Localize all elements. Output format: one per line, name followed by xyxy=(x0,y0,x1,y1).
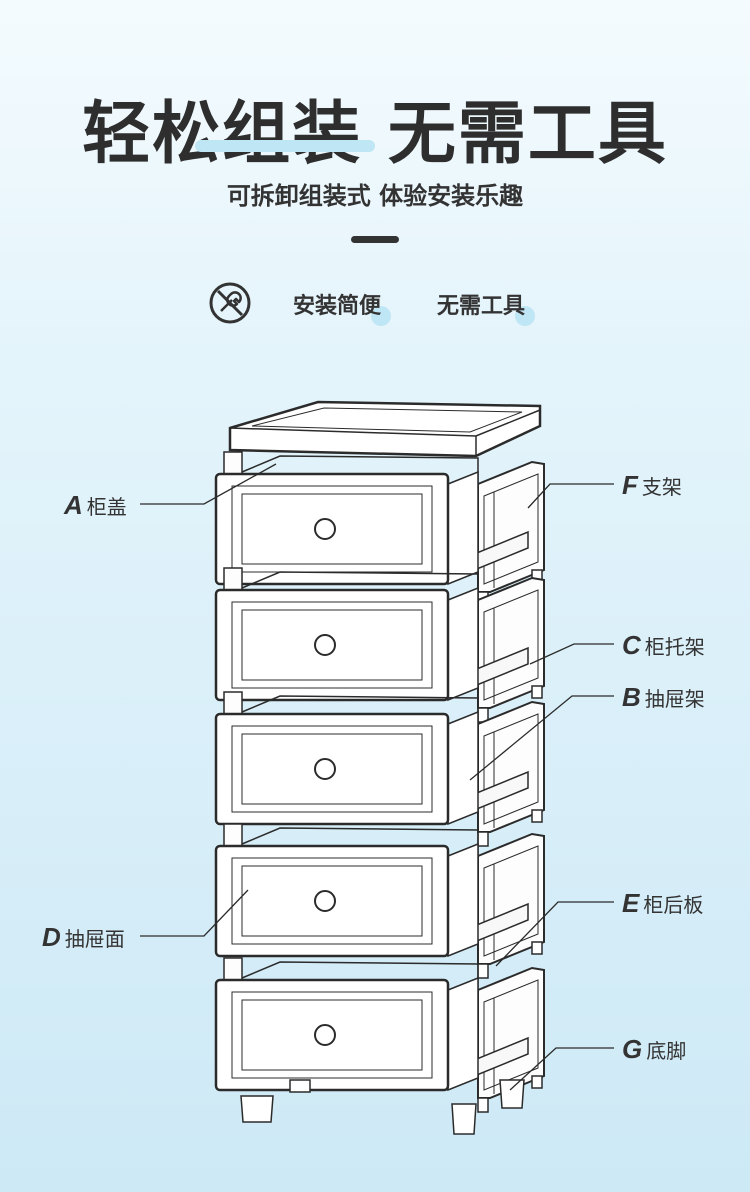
cabinet-feet xyxy=(240,1079,525,1135)
cabinet-lid xyxy=(228,400,542,458)
feature-no-tools: 无需工具 xyxy=(437,288,536,326)
title-underline xyxy=(195,140,375,152)
page-title: 轻松组装 无需工具 xyxy=(82,95,668,174)
no-tools-icon xyxy=(209,282,251,324)
feature-label: 安装简便 xyxy=(293,294,382,319)
cabinet-illustration xyxy=(140,400,614,1135)
feature-label: 无需工具 xyxy=(437,294,526,319)
divider xyxy=(351,236,399,243)
feature-easy-install: 安装简便 xyxy=(293,288,392,326)
page-subtitle: 可拆卸组装式 体验安装乐趣 xyxy=(226,182,524,210)
leader-lines xyxy=(140,463,614,1091)
